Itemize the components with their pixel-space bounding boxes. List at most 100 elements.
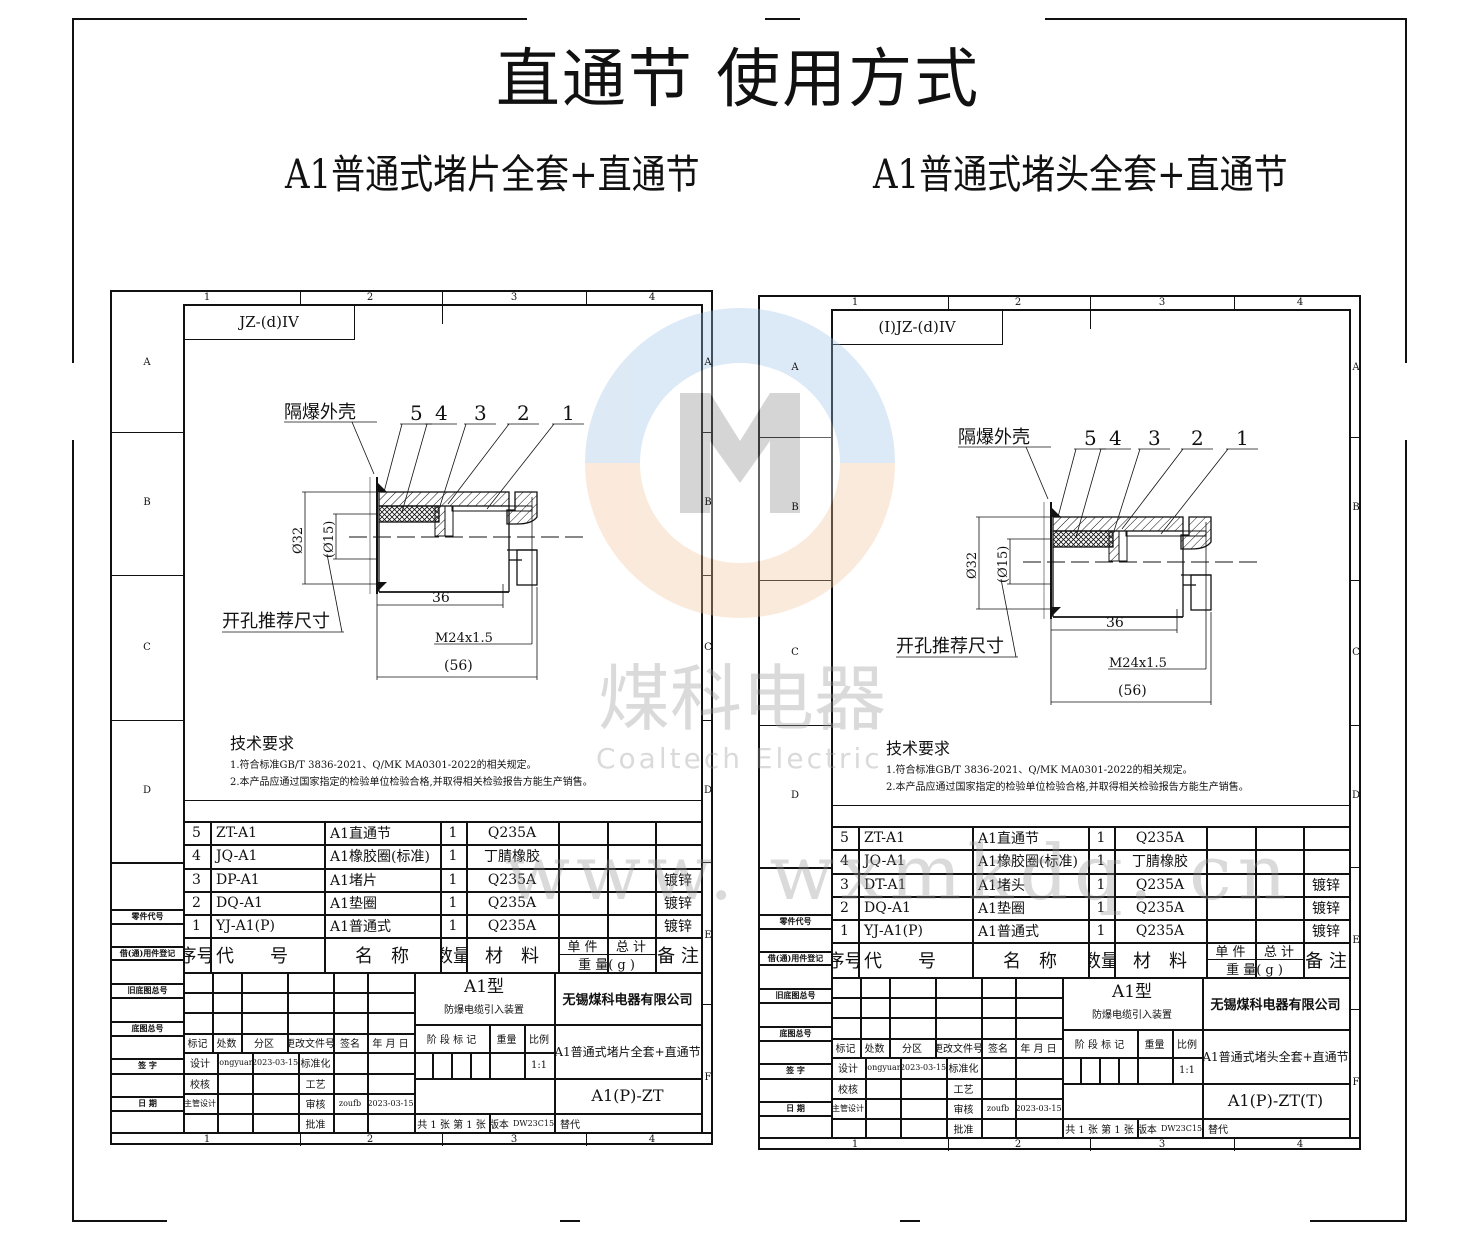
rubber-ring-part-4 xyxy=(1052,530,1114,548)
shell-leader xyxy=(1025,446,1049,500)
washer-part-2 xyxy=(444,505,454,537)
zone-row-label: F xyxy=(1352,1076,1360,1088)
parts-cell-no: 4 xyxy=(840,853,849,869)
plug-part-3 xyxy=(434,505,446,537)
parts-header-weight: 重 量( g ) xyxy=(578,957,635,973)
table-row-line xyxy=(183,868,703,870)
title-row-line xyxy=(183,1012,414,1014)
side-strip-line xyxy=(112,1058,183,1060)
parts-cell-name: A1直通节 xyxy=(330,825,392,842)
item-number-label: 1 xyxy=(1236,426,1249,450)
side-strip-line xyxy=(112,983,183,985)
side-strip-line xyxy=(112,1110,183,1112)
parts-cell-name: A1堵片 xyxy=(330,872,378,889)
table-row-line xyxy=(831,919,1351,921)
item-number-label: 3 xyxy=(1148,426,1161,450)
title-row-line xyxy=(414,1113,701,1115)
side-strip-line xyxy=(760,1026,831,1028)
table-col-line xyxy=(558,821,560,972)
rev-header: 处数 xyxy=(216,1039,237,1050)
table-row-line xyxy=(831,849,1351,851)
parts-cell-note xyxy=(655,844,701,868)
parts-cell-code: JQ-A1 xyxy=(216,848,258,864)
title-row-line xyxy=(831,1017,1062,1019)
frame-line xyxy=(72,18,74,363)
parts-cell-no: 1 xyxy=(840,922,849,939)
tech-req-line: 2.本产品应通过国家指定的检验单位检验合格,并取得相关检验报告方能生产销售。 xyxy=(230,777,593,788)
rev-header: 年 月 日 xyxy=(1020,1044,1057,1055)
side-label: 旧底图总号 xyxy=(127,985,168,995)
sheet-count: 共 1 张 第 1 张 xyxy=(1065,1125,1134,1136)
parts-cell-no: 5 xyxy=(192,824,201,841)
check-label: 校核 xyxy=(190,1079,210,1091)
parts-cell-note: 镀锌 xyxy=(1312,900,1340,917)
parts-cell-material: Q235A xyxy=(1135,922,1185,939)
zone-row-label: B xyxy=(1352,501,1360,513)
item-leader xyxy=(401,423,428,513)
side-strip-line xyxy=(112,1035,183,1037)
zone-row-label: C xyxy=(1352,646,1360,658)
zone-tick xyxy=(112,575,183,576)
parts-cell-no: 2 xyxy=(192,894,201,911)
parts-cell-material: Q235A xyxy=(487,871,537,888)
title-col-line xyxy=(451,1052,453,1078)
title-row-line xyxy=(414,1024,701,1026)
frame-line xyxy=(765,18,800,20)
side-strip-line xyxy=(112,862,183,864)
parts-cell-no: 3 xyxy=(192,871,201,888)
thread-label: M24x1.5 xyxy=(435,631,493,646)
title-row-line xyxy=(1062,1057,1202,1059)
item-number-label: 2 xyxy=(1191,426,1204,450)
parts-cell-code: ZT-A1 xyxy=(216,824,258,841)
parts-table-row: 3 DP-A1 A1堵片 1 Q235A 镀锌 xyxy=(183,868,701,891)
ruler-tick xyxy=(442,304,443,324)
title-col-line xyxy=(217,1052,219,1134)
parts-header-material: 材 料 xyxy=(1133,950,1187,972)
parts-cell-no: 2 xyxy=(840,899,849,916)
zone-tick xyxy=(760,725,831,726)
parts-cell-qty: 1 xyxy=(448,871,458,888)
designer-name: zongyuan xyxy=(865,1063,900,1072)
parts-cell-note: 镀锌 xyxy=(664,872,692,889)
table-col-line xyxy=(1349,826,1351,977)
ruler-tick xyxy=(300,292,301,304)
parts-header-material: 材 料 xyxy=(485,945,539,967)
reviewer-name: zoufb xyxy=(986,1103,1010,1113)
hole-leader xyxy=(326,553,343,633)
inner-frame-left xyxy=(183,304,185,1134)
parts-header-qty: 数量 xyxy=(440,945,466,967)
title-col-line xyxy=(1137,1118,1139,1139)
thread-label: M24x1.5 xyxy=(1109,656,1167,671)
rev-header: 签名 xyxy=(988,1044,1008,1055)
parts-header-unit: 单 件 xyxy=(567,940,598,954)
tech-req-line: 1.符合标准GB/T 3836-2021、Q/MK MA0301-2022的相关… xyxy=(886,765,1193,776)
zone-col-label: 2 xyxy=(1014,1139,1022,1150)
title-col-line xyxy=(946,1057,948,1139)
parts-cell-material: Q235A xyxy=(1135,876,1185,893)
check-label: 校核 xyxy=(838,1084,858,1096)
zone-row-label: A xyxy=(791,361,799,373)
logo-inner xyxy=(640,363,840,563)
inner-frame-right xyxy=(1349,309,1351,1139)
table-top-line xyxy=(183,800,703,801)
rev-header: 签名 xyxy=(340,1039,360,1050)
table-row-line xyxy=(183,844,703,846)
parts-cell-qty: 1 xyxy=(448,917,458,934)
title-col-line xyxy=(287,972,289,1052)
zone-col-label: 1 xyxy=(851,1139,859,1150)
table-col-line xyxy=(1303,826,1305,977)
ruler-tick xyxy=(948,297,949,309)
table-row-line xyxy=(183,821,703,823)
parts-cell-code: DP-A1 xyxy=(216,871,260,888)
side-label: 零件代号 xyxy=(779,916,812,926)
title-row-line xyxy=(1062,1029,1349,1031)
ruler-tick xyxy=(586,292,587,304)
title-row-line xyxy=(414,1078,701,1080)
zone-row-label: E xyxy=(704,929,712,941)
table-row-line xyxy=(183,972,703,974)
